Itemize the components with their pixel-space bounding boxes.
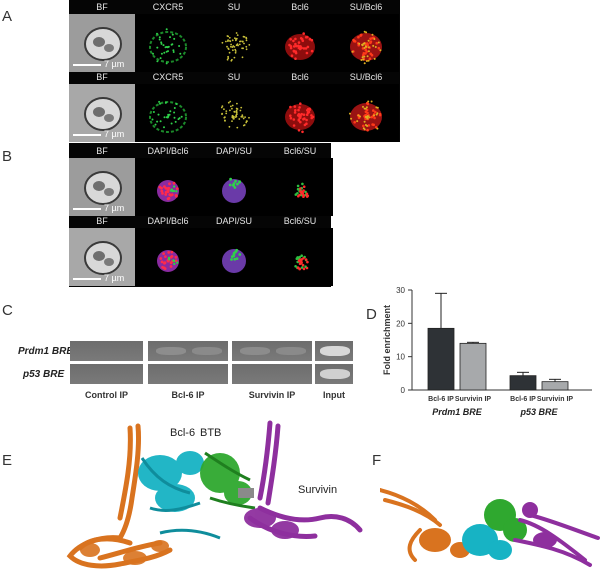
gel-band: [240, 347, 270, 355]
brightfield-image: [69, 14, 135, 72]
fluorescence-image: [267, 84, 333, 142]
gel-band: [192, 347, 222, 355]
gel-column-label-input: Input: [323, 390, 345, 400]
channel-label: CXCR5: [152, 72, 184, 82]
btb-structure-label: BTB: [200, 427, 221, 439]
brightfield-image: [69, 84, 135, 142]
bar-label: Bcl-6 IP: [428, 396, 454, 403]
protein-complex-structure-side-view: Bcl-6 BTB Survivin: [66, 420, 363, 569]
fluorescence-image: [201, 14, 267, 72]
scale-bar: [73, 278, 101, 280]
bar-label: Survivin IP: [455, 396, 492, 403]
gel-column-label-bcl6: Bcl-6 IP: [171, 390, 205, 400]
bar: [541, 381, 569, 391]
gel-lane: [148, 364, 228, 384]
gel-lane: [70, 364, 143, 384]
fluorescence-image: [135, 228, 201, 286]
channel-label: SU: [227, 72, 241, 82]
scale-bar: [73, 134, 101, 136]
channel-label: SU/Bcl6: [349, 2, 383, 12]
gel-row-label-p53: p53 BRE: [23, 369, 65, 380]
panel-b-letter: B: [2, 148, 13, 165]
channel-label: BF: [96, 72, 108, 82]
channel-label: DAPI/Bcl6: [147, 146, 189, 156]
channel-label: BF: [96, 2, 108, 12]
scale-bar: [73, 64, 101, 66]
fluorescence-image: [135, 158, 201, 216]
gel-lane: [148, 341, 228, 361]
y-axis-title: Fold enrichment: [382, 305, 392, 375]
y-tick-label: 20: [396, 319, 405, 328]
scale-bar-label: 7 µm: [104, 59, 125, 69]
channel-label: Bcl6: [291, 2, 309, 12]
survivin-structure-label: Survivin: [298, 484, 337, 496]
fluorescence-image: [333, 84, 399, 142]
y-tick-label: 10: [396, 353, 405, 362]
gel-column-label-survivin: Survivin IP: [248, 390, 296, 400]
channel-label: Bcl6: [291, 72, 309, 82]
gel-lane: [70, 341, 143, 361]
scale-bar-label: 7 µm: [104, 129, 125, 139]
channel-label: DAPI/Bcl6: [147, 216, 189, 226]
fluorescence-image: [135, 14, 201, 72]
fluorescence-image: [333, 14, 399, 72]
bar: [459, 342, 487, 391]
protein-complex-structure-top-view: [380, 488, 600, 567]
gel-band: [276, 347, 306, 355]
scale-bar-label: 7 µm: [104, 203, 125, 213]
gel-column-label-control: Control IP: [85, 390, 128, 400]
channel-label: DAPI/SU: [215, 146, 252, 156]
channel-label: BF: [96, 216, 108, 226]
channel-label: SU/Bcl6: [349, 72, 383, 82]
bar: [427, 327, 455, 391]
scale-bar: [73, 208, 101, 210]
group-label: p53 BRE: [519, 407, 558, 417]
scale-bar-label: 7 µm: [104, 273, 125, 283]
panel-e-letter: E: [2, 452, 13, 469]
bar: [509, 375, 537, 391]
fluorescence-image: [201, 84, 267, 142]
fluorescence-image: [201, 158, 267, 216]
panel-f-letter: F: [372, 452, 382, 469]
brightfield-image: [69, 158, 135, 216]
channel-label: BF: [96, 146, 108, 156]
channel-label: SU: [227, 2, 241, 12]
gel-row-label-prdm1: Prdm1 BRE: [18, 346, 74, 357]
channel-label: Bcl6/SU: [283, 216, 317, 226]
channel-label: DAPI/SU: [215, 216, 252, 226]
fluorescence-image: [267, 14, 333, 72]
fluorescence-image: [267, 158, 333, 216]
gel-lane: [232, 364, 312, 384]
gel-band: [320, 346, 350, 356]
bar-label: Bcl-6 IP: [510, 396, 536, 403]
gel-lane: [232, 341, 312, 361]
panel-c-letter: C: [2, 302, 13, 319]
bcl6-structure-label: Bcl-6: [170, 427, 195, 439]
gel-band: [320, 369, 350, 379]
y-tick-label: 30: [396, 286, 405, 295]
gel-band: [156, 347, 186, 355]
y-tick-label: 0: [401, 386, 406, 395]
fluorescence-image: [267, 228, 333, 286]
channel-label: Bcl6/SU: [283, 146, 317, 156]
brightfield-image: [69, 228, 135, 286]
panel-a-letter: A: [2, 8, 13, 25]
bar-label: Survivin IP: [537, 396, 574, 403]
group-label: Prdm1 BRE: [432, 407, 483, 417]
channel-label: CXCR5: [152, 2, 184, 12]
fluorescence-image: [135, 84, 201, 142]
panel-d-letter: D: [366, 306, 377, 323]
fluorescence-image: [201, 228, 267, 286]
